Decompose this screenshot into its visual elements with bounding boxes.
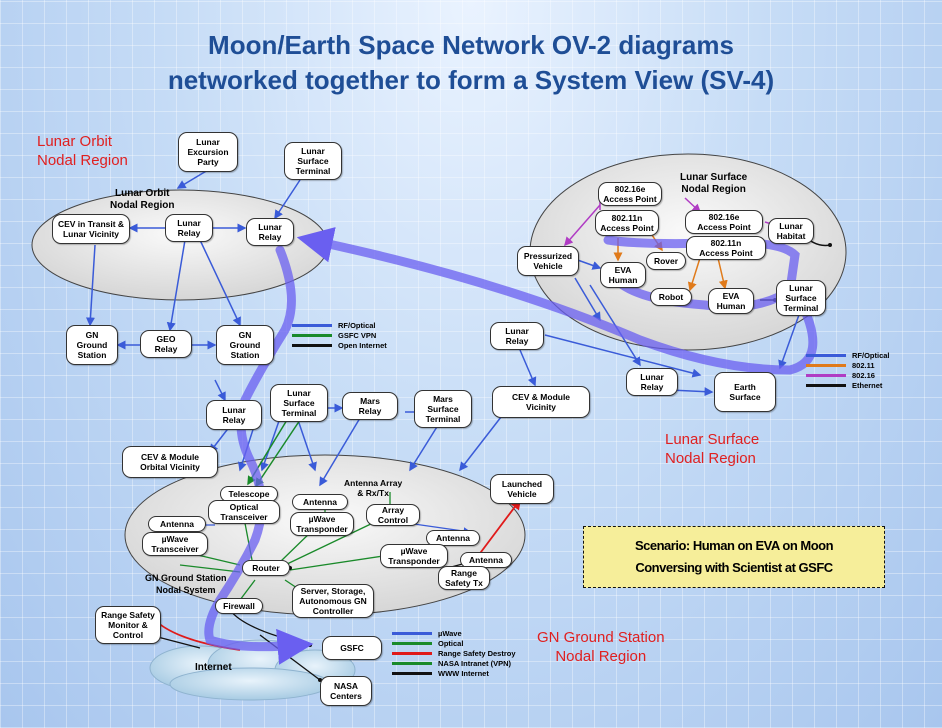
lunar-surface-terminal-node: Lunar Surface Terminal — [284, 142, 342, 180]
antenna-array-label: Antenna Array & Rx/Tx — [344, 478, 403, 498]
legend-swatch — [392, 641, 432, 645]
antenna-a-node: Antenna — [292, 494, 348, 510]
legend-swatch — [292, 343, 332, 347]
cev-module-vicinity-node: CEV & Module Vicinity — [492, 386, 590, 418]
optical-transceiver-node: Optical Transceiver — [208, 500, 280, 524]
lunar-surface-region-label: Lunar Surface Nodal Region — [665, 431, 760, 467]
legend-row: 802.16 — [806, 370, 890, 380]
gn-ground-station-node: GN Ground Station — [66, 325, 118, 365]
legend-label: 802.11 — [852, 360, 875, 370]
internet-label: Internet — [195, 662, 232, 673]
router-node: Router — [242, 560, 290, 576]
pressurized-vehicle-node: Pressurized Vehicle — [517, 246, 579, 276]
legend-row: NASA Intranet (VPN) — [392, 658, 516, 668]
gn-ground-system-title: GN Ground Station Nodal System — [145, 573, 227, 595]
uwave-transponder-a-node: µWave Transponder — [290, 512, 354, 536]
legend-swatch — [392, 651, 432, 655]
legend-row: RF/Optical — [806, 350, 890, 360]
legend-row: Optical — [392, 638, 516, 648]
server-storage-node: Server, Storage, Autonomous GN Controlle… — [292, 584, 374, 618]
legend-swatch — [806, 353, 846, 357]
slide-title-line2: networked together to form a System View… — [167, 65, 775, 95]
range-safety-tx-node: Range Safety Tx — [438, 566, 490, 590]
earth-surface-node: Earth Surface — [714, 372, 776, 412]
cev-transit-node: CEV in Transit & Lunar Vicinity — [52, 214, 130, 244]
cev-module-orbital-node: CEV & Module Orbital Vicinity — [122, 446, 218, 478]
antenna-c-node: Antenna — [426, 530, 480, 546]
antenna-b-node: Antenna — [148, 516, 206, 532]
lunar-relay-orbit2-node: Lunar Relay — [246, 218, 294, 246]
nasa-centers-node: NASA Centers — [320, 676, 372, 706]
ap-80216e-2-node: 802.16e Access Point — [685, 210, 763, 234]
lunar-relay-orbit-node: Lunar Relay — [165, 214, 213, 242]
array-control-node: Array Control — [366, 504, 420, 526]
uwave-transponder-b-node: µWave Transponder — [380, 544, 448, 568]
uwave-transceiver-node: µWave Transceiver — [142, 532, 208, 556]
lunar-excursion-party-node: Lunar Excursion Party — [178, 132, 238, 172]
ap-80211n-1-node: 802.11n Access Point — [595, 210, 659, 236]
legend-swatch — [292, 323, 332, 327]
eva-human-2-node: EVA Human — [708, 288, 754, 314]
legend-swatch — [806, 373, 846, 377]
legend-label: RF/Optical — [338, 320, 376, 330]
legend-row: RF/Optical — [292, 320, 387, 330]
legend-label: GSFC VPN — [338, 330, 377, 340]
legend-swatch — [392, 631, 432, 635]
lunar-orbit-region-title: Lunar Orbit Nodal Region — [110, 188, 175, 211]
legend-swatch — [392, 671, 432, 675]
lunar-orbit-region-label: Lunar Orbit Nodal Region — [37, 133, 128, 169]
legend-swatch — [392, 661, 432, 665]
ap-80211n-2-node: 802.11n Access Point — [686, 236, 766, 260]
gn-ground-region-label: GN Ground Station Nodal Region — [537, 629, 665, 665]
legend-label: RF/Optical — [852, 350, 890, 360]
legend-label: Range Safety Destroy — [438, 648, 516, 658]
legend-swatch — [806, 363, 846, 367]
lunar-relay-right-node: Lunar Relay — [626, 368, 678, 396]
launched-vehicle-node: Launched Vehicle — [490, 474, 554, 504]
lunar-surface-region-title: Lunar Surface Nodal Region — [680, 172, 748, 195]
legend-label: 802.16 — [852, 370, 875, 380]
gn-ground-station2-node: GN Ground Station — [216, 325, 274, 365]
legend-row: µWave — [392, 628, 516, 638]
lunar-surface-terminal-mid-node: Lunar Surface Terminal — [270, 384, 328, 422]
lunar-surface-terminal-ls-node: Lunar Surface Terminal — [776, 280, 826, 316]
legend-row: Ethernet — [806, 380, 890, 390]
legend-swatch — [806, 383, 846, 387]
scenario-line2: Conversing with Scientist at GSFC — [635, 560, 833, 575]
legend-label: NASA Intranet (VPN) — [438, 658, 512, 668]
robot-node: Robot — [650, 288, 692, 306]
legend-label: Ethernet — [852, 380, 883, 390]
mars-relay-node: Mars Relay — [342, 392, 398, 420]
eva-human-1-node: EVA Human — [600, 262, 646, 288]
range-safety-monitor-node: Range Safety Monitor & Control — [95, 606, 161, 644]
firewall-node: Firewall — [215, 598, 263, 614]
slide-title-line1: Moon/Earth Space Network OV-2 diagrams — [208, 30, 734, 60]
legend-row: GSFC VPN — [292, 330, 387, 340]
mars-surface-terminal-node: Mars Surface Terminal — [414, 390, 472, 428]
ap-80216e-1-node: 802.16e Access Point — [598, 182, 662, 206]
legend-row: Range Safety Destroy — [392, 648, 516, 658]
legend-label: Optical — [438, 638, 464, 648]
gsfc-node: GSFC — [322, 636, 382, 660]
scenario-line1: Scenario: Human on EVA on Moon — [634, 538, 834, 553]
legend-label: µWave — [438, 628, 462, 638]
rover-node: Rover — [646, 252, 686, 270]
lunar-relay-left-node: Lunar Relay — [206, 400, 262, 430]
lunar-relay-mid-node: Lunar Relay — [490, 322, 544, 350]
scenario-box: Scenario: Human on EVA on Moon Conversin… — [583, 526, 885, 588]
lunar-habitat-node: Lunar Habitat — [768, 218, 814, 244]
legend-row: 802.11 — [806, 360, 890, 370]
geo-relay-node: GEO Relay — [140, 330, 192, 358]
legend-label: Open Internet — [338, 340, 387, 350]
legend-label: WWW Internet — [438, 668, 489, 678]
legend-swatch — [292, 333, 332, 337]
legend-row: Open Internet — [292, 340, 387, 350]
legend-row: WWW Internet — [392, 668, 516, 678]
